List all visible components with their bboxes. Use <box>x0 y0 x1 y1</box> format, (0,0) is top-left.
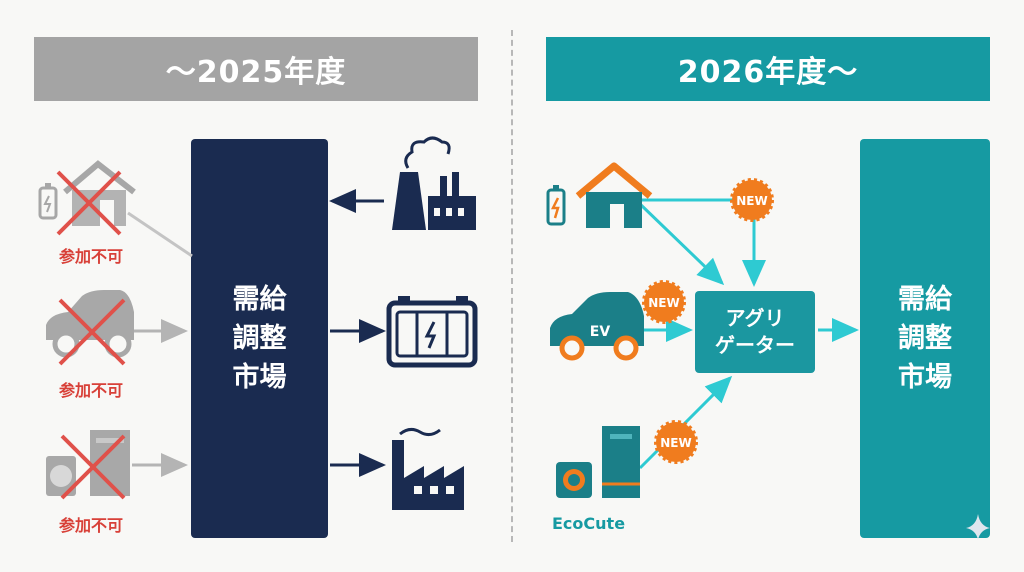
car-icon <box>46 290 134 358</box>
new-badge: NEW <box>642 280 686 324</box>
left-market-line: 調整 <box>232 322 287 354</box>
arrow-house-diagonal <box>638 202 725 286</box>
right-market-line: 市場 <box>898 362 952 394</box>
power-plant-icon <box>392 136 476 230</box>
cross-mark-icon <box>60 434 126 500</box>
not-allowed-label-heatpump: 参加不可 <box>58 516 123 535</box>
right-market-box: 需給 調整 市場 <box>860 139 990 538</box>
not-allowed-label-car: 参加不可 <box>58 381 123 400</box>
aggregator-line: アグリ <box>725 306 785 330</box>
house-battery-icon <box>546 162 653 228</box>
left-period-header: 〜2025年度 <box>34 37 478 101</box>
panel-divider <box>511 30 513 542</box>
ev-label: EV <box>590 324 611 340</box>
right-market-line: 需給 <box>898 283 952 315</box>
ev-car-icon <box>550 292 644 361</box>
left-market-line: 需給 <box>232 283 287 315</box>
left-market-box: 需給 調整 市場 <box>191 139 328 538</box>
right-market-line: 調整 <box>898 322 952 354</box>
left-market-line: 市場 <box>232 362 287 394</box>
heat-pump-icon <box>46 430 130 496</box>
aggregator-line: ゲーター <box>715 333 795 357</box>
new-badge-label: NEW <box>660 436 691 450</box>
new-badge: NEW <box>730 178 774 222</box>
ecocute-label: EcoCute <box>552 514 626 533</box>
aggregator-box: アグリ ゲーター <box>695 291 815 373</box>
new-badge-label: NEW <box>648 296 679 310</box>
ecocute-icon <box>556 426 640 498</box>
cross-mark-icon <box>58 298 126 366</box>
house-battery-icon <box>38 160 136 226</box>
right-period-header: 2026年度〜 <box>546 37 990 101</box>
factory-icon <box>392 427 464 510</box>
new-badge: NEW <box>654 420 698 464</box>
not-allowed-label-house: 参加不可 <box>58 247 123 266</box>
battery-icon <box>386 296 478 368</box>
new-badge-label: NEW <box>736 194 767 208</box>
sparkle-icon <box>966 514 990 540</box>
cross-mark-icon <box>56 170 122 236</box>
gray-arrow-house <box>127 211 193 258</box>
